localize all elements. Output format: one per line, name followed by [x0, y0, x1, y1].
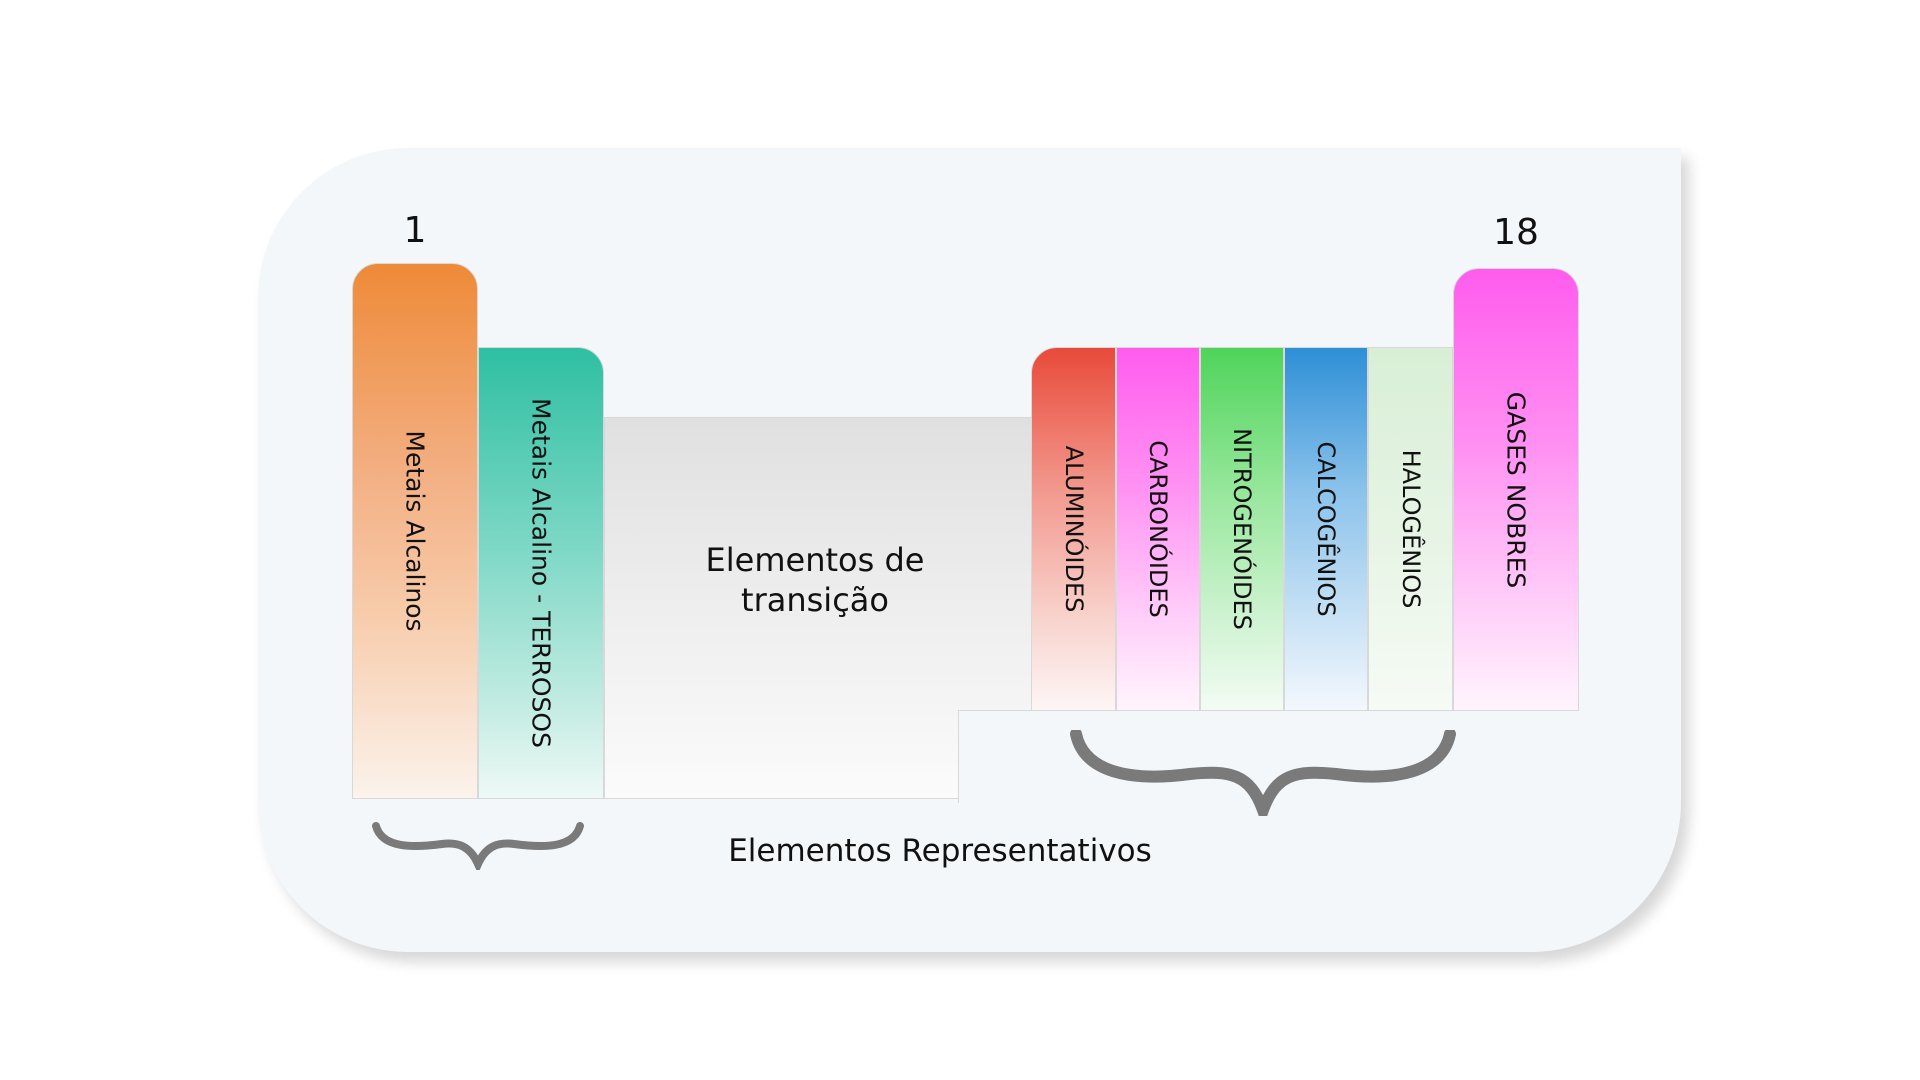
- label-halogens: HALOGÊNIOS: [1396, 449, 1425, 609]
- group-number-1: 1: [403, 210, 427, 251]
- column-carbon-group: CARBONÓIDES: [1116, 347, 1200, 711]
- group-number-18: 18: [1493, 212, 1539, 253]
- column-halogens: HALOGÊNIOS: [1368, 347, 1453, 711]
- transition-block-notch: [958, 710, 1035, 803]
- representative-elements-label: Elementos Representativos: [728, 833, 1152, 869]
- transition-elements-label: Elementos de transição: [705, 541, 925, 619]
- label-boron-group: ALUMINÓIDES: [1059, 445, 1088, 613]
- right-curly-brace-icon: [1070, 730, 1456, 816]
- column-chalcogens: CALCOGÊNIOS: [1284, 347, 1368, 711]
- column-nitrogen-group: NITROGENÓIDES: [1200, 347, 1284, 711]
- column-noble-gases: GASES NOBRES: [1453, 268, 1579, 711]
- label-alkaline-earth-metals: Metais Alcalino - TERROSOS: [526, 398, 556, 748]
- left-curly-brace-icon: [372, 822, 584, 870]
- label-alkali-metals: Metais Alcalinos: [400, 430, 430, 632]
- column-alkaline-earth-metals: Metais Alcalino - TERROSOS: [478, 347, 604, 799]
- label-nitrogen-group: NITROGENÓIDES: [1228, 428, 1256, 630]
- label-noble-gases: GASES NOBRES: [1501, 391, 1531, 588]
- label-carbon-group: CARBONÓIDES: [1144, 440, 1172, 618]
- column-boron-group: ALUMINÓIDES: [1031, 347, 1116, 711]
- column-alkali-metals: Metais Alcalinos: [352, 263, 478, 799]
- label-chalcogens: CALCOGÊNIOS: [1312, 441, 1340, 617]
